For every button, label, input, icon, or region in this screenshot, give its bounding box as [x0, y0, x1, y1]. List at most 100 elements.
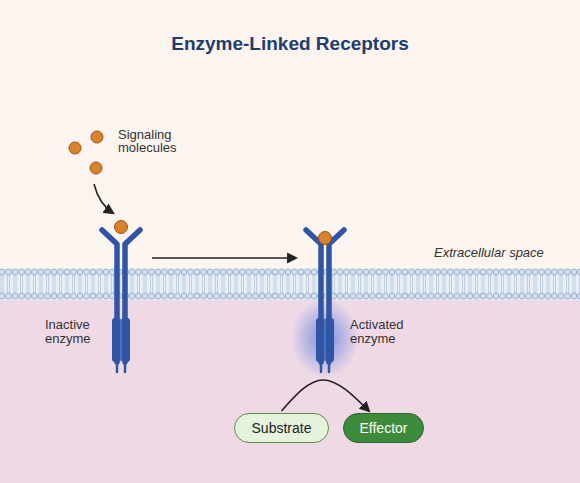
lipid-head: [64, 269, 70, 275]
lipid-tail: [475, 274, 476, 294]
lipid-head: [175, 293, 181, 299]
lipid-tail: [29, 274, 30, 294]
lipid-tail: [313, 274, 314, 294]
lipid-tail: [456, 274, 457, 294]
lipid-tail: [98, 274, 99, 294]
lipid-tail: [211, 274, 212, 294]
lipid-head: [565, 269, 571, 275]
lipid-tail: [332, 274, 333, 294]
lipid-tail: [555, 274, 556, 294]
lipid-tail: [334, 274, 335, 294]
lipid-tail: [152, 274, 153, 294]
lipid-tail: [42, 274, 43, 294]
kinase-domain: [112, 318, 121, 362]
lipid-head: [493, 269, 499, 275]
lipid-head: [311, 293, 317, 299]
lipid-head: [298, 269, 304, 275]
lipid-head: [19, 293, 25, 299]
lipid-tail: [300, 274, 301, 294]
lipid-head: [487, 293, 493, 299]
lipid-head: [188, 269, 194, 275]
lipid-tail: [451, 274, 452, 294]
lipid-head: [84, 293, 90, 299]
lipid-head: [480, 269, 486, 275]
lipid-tail: [464, 274, 465, 294]
lipid-head: [402, 269, 408, 275]
lipid-head: [500, 269, 506, 275]
lipid-tail: [79, 274, 80, 294]
lipid-head: [246, 293, 252, 299]
cytoplasm-area: [0, 270, 580, 483]
lipid-head: [19, 269, 25, 275]
lipid-tail: [445, 274, 446, 294]
lipid-head: [467, 293, 473, 299]
lipid-tail: [484, 274, 485, 294]
lipid-head: [461, 293, 467, 299]
lipid-head: [25, 269, 31, 275]
lipid-tail: [282, 274, 283, 294]
lipid-head: [181, 269, 187, 275]
lipid-tail: [469, 274, 470, 294]
molecule-label: Substrate: [252, 420, 312, 436]
lipid-head: [285, 293, 291, 299]
lipid-head: [214, 293, 220, 299]
lipid-head: [344, 293, 350, 299]
lipid-tail: [406, 274, 407, 294]
lipid-tail: [204, 274, 205, 294]
lipid-tail: [488, 274, 489, 294]
lipid-tail: [33, 274, 34, 294]
lipid-head: [90, 269, 96, 275]
lipid-head: [233, 293, 239, 299]
lipid-head: [532, 269, 538, 275]
lipid-head: [344, 269, 350, 275]
receptor-tail: [124, 362, 127, 372]
lipid-tail: [308, 274, 309, 294]
lipid-head: [474, 269, 480, 275]
lipid-tail: [315, 274, 316, 294]
lipid-head: [376, 269, 382, 275]
lipid-head: [376, 293, 382, 299]
lipid-head: [422, 293, 428, 299]
lipid-tail: [462, 274, 463, 294]
lipid-head: [181, 293, 187, 299]
lipid-head: [279, 293, 285, 299]
lipid-tail: [495, 274, 496, 294]
lipid-head: [409, 269, 415, 275]
lipid-tail: [365, 274, 366, 294]
lipid-tail: [497, 274, 498, 294]
lipid-tail: [163, 274, 164, 294]
lipid-head: [0, 269, 5, 275]
lipid-tail: [22, 274, 23, 294]
lipid-head: [194, 293, 200, 299]
lipid-head: [370, 269, 376, 275]
lipid-tail: [1, 274, 2, 294]
domain-divider: [121, 320, 122, 360]
lipid-tail: [228, 274, 229, 294]
lipid-tail: [553, 274, 554, 294]
lipid-head: [220, 293, 226, 299]
lipid-tail: [514, 274, 515, 294]
lipid-tail: [490, 274, 491, 294]
lipid-head: [435, 269, 441, 275]
lipid-tail: [157, 274, 158, 294]
lipid-tail: [360, 274, 361, 294]
lipid-head: [305, 293, 311, 299]
lipid-head: [500, 293, 506, 299]
activation-glow: [291, 298, 359, 378]
lipid-tail: [527, 274, 528, 294]
lipid-tail: [107, 274, 108, 294]
annotation-label: Signaling molecules: [118, 128, 196, 154]
lipid-tail: [274, 274, 275, 294]
lipid-tail: [412, 274, 413, 294]
lipid-tail: [436, 274, 437, 294]
lipid-head: [474, 293, 480, 299]
lipid-head: [142, 293, 148, 299]
lipid-tail: [150, 274, 151, 294]
lipid-head: [454, 293, 460, 299]
lipid-tail: [306, 274, 307, 294]
lipid-tail: [521, 274, 522, 294]
lipid-tail: [74, 274, 75, 294]
lipid-tail: [94, 274, 95, 294]
